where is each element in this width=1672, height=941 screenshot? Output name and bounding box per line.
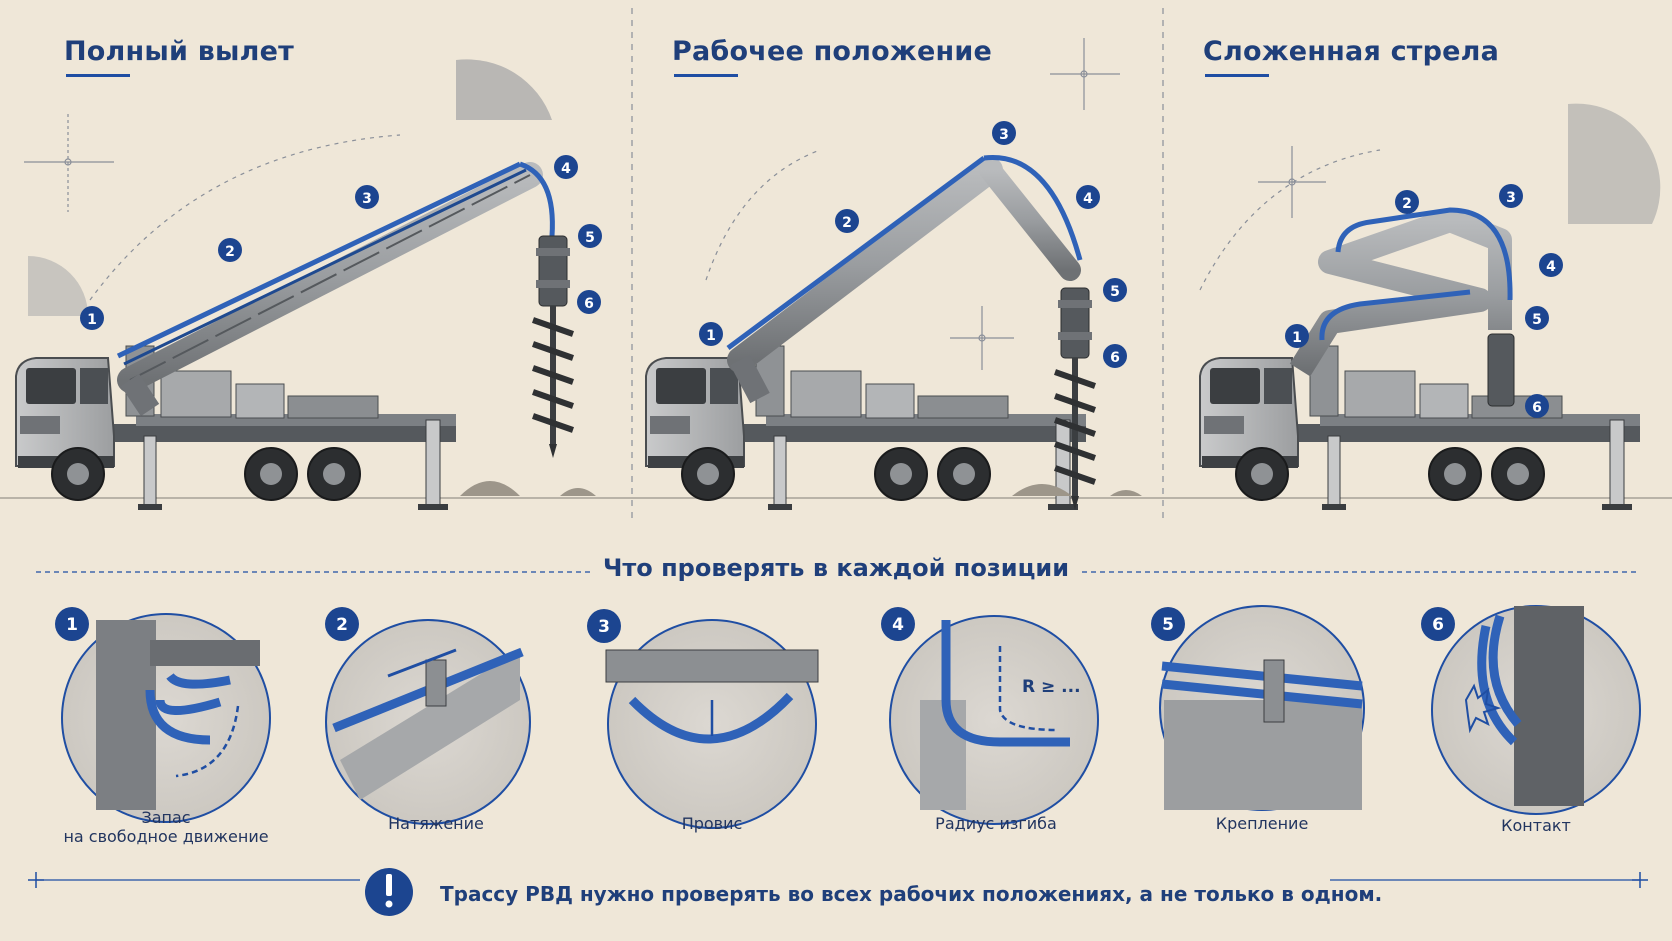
- svg-text:5: 5: [1532, 312, 1542, 328]
- marker-p2-5: 5: [1103, 278, 1127, 302]
- marker-p1-6: 6: [577, 290, 601, 314]
- section-title: Что проверять в каждой позиции: [602, 554, 1070, 582]
- detail-circle-4: R ≥ ... 4: [881, 607, 1099, 825]
- check-label-1-line2: на свободное движение: [63, 827, 269, 846]
- svg-text:3: 3: [598, 617, 610, 637]
- background-decor: [0, 8, 1672, 520]
- marker-p2-6: 6: [1103, 344, 1127, 368]
- check-label-1-line1: Запас: [141, 808, 191, 827]
- check-label-2: Натяжение: [388, 814, 484, 833]
- check-label-3: Провис: [681, 814, 743, 833]
- svg-text:4: 4: [561, 161, 571, 177]
- svg-text:4: 4: [1546, 259, 1556, 275]
- marker-p1-1: 1: [80, 306, 104, 330]
- detail-circle-6: 6: [1421, 605, 1641, 815]
- svg-text:5: 5: [1162, 615, 1174, 635]
- marker-p1-2: 2: [218, 238, 242, 262]
- marker-p2-4: 4: [1076, 185, 1100, 209]
- svg-text:6: 6: [584, 296, 594, 312]
- marker-p2-2: 2: [835, 209, 859, 233]
- marker-p3-1: 1: [1285, 324, 1309, 348]
- svg-text:1: 1: [706, 328, 716, 344]
- panel-title-full-reach: Полный вылет: [64, 36, 294, 77]
- svg-text:5: 5: [1110, 284, 1120, 300]
- panel-markers: 1 2 3 4 5 6 1 2 3 4 5 6 1 2 3 4 5 6: [80, 121, 1563, 418]
- marker-p2-3: 3: [992, 121, 1016, 145]
- svg-text:3: 3: [999, 127, 1009, 143]
- truck-full-reach: [15, 161, 596, 511]
- detail-circle-2: 2: [325, 607, 531, 825]
- svg-text:5: 5: [585, 230, 595, 246]
- detail-circle-1: 1: [55, 607, 271, 823]
- check-label-1: Запас на свободное движение: [56, 808, 276, 846]
- detail-circle-5: 5: [1151, 605, 1365, 811]
- check-label-5: Крепление: [1215, 814, 1309, 833]
- svg-text:6: 6: [1110, 350, 1120, 366]
- detail-circle-3: 3: [587, 609, 819, 829]
- svg-text:1: 1: [1292, 330, 1302, 346]
- exclamation-icon: [365, 868, 413, 916]
- svg-text:6: 6: [1532, 400, 1542, 416]
- svg-text:3: 3: [1506, 190, 1516, 206]
- check-label-6: Контакт: [1501, 816, 1571, 835]
- marker-p3-3: 3: [1499, 184, 1523, 208]
- svg-text:3: 3: [362, 191, 372, 207]
- svg-text:6: 6: [1432, 615, 1444, 635]
- svg-text:4: 4: [1083, 191, 1093, 207]
- marker-p1-4: 4: [554, 155, 578, 179]
- panel-title-working-position: Рабочее положение: [672, 36, 992, 77]
- note-bar: [28, 868, 1648, 916]
- truck-folded-boom: [1199, 207, 1641, 511]
- svg-text:2: 2: [225, 244, 235, 260]
- truck-working-position: [645, 154, 1142, 510]
- marker-p3-5: 5: [1525, 306, 1549, 330]
- svg-text:1: 1: [87, 312, 97, 328]
- marker-p3-2: 2: [1395, 190, 1419, 214]
- svg-text:2: 2: [842, 215, 852, 231]
- svg-text:4: 4: [892, 615, 904, 635]
- marker-p2-1: 1: [699, 322, 723, 346]
- marker-p3-6: 6: [1525, 394, 1549, 418]
- panel-title-folded-boom: Сложенная стрела: [1203, 36, 1500, 77]
- marker-p1-5: 5: [578, 224, 602, 248]
- marker-p3-4: 4: [1539, 253, 1563, 277]
- svg-text:2: 2: [336, 615, 348, 635]
- svg-text:R ≥ ...: R ≥ ...: [1022, 677, 1081, 697]
- svg-text:2: 2: [1402, 196, 1412, 212]
- svg-text:1: 1: [66, 615, 78, 635]
- note-text: Трассу РВД нужно проверять во всех рабоч…: [440, 882, 1383, 906]
- check-label-4: Радиус изгиба: [935, 814, 1057, 833]
- detail-circles: 1 2 3 R ≥ ... 4: [55, 605, 1641, 829]
- marker-p1-3: 3: [355, 185, 379, 209]
